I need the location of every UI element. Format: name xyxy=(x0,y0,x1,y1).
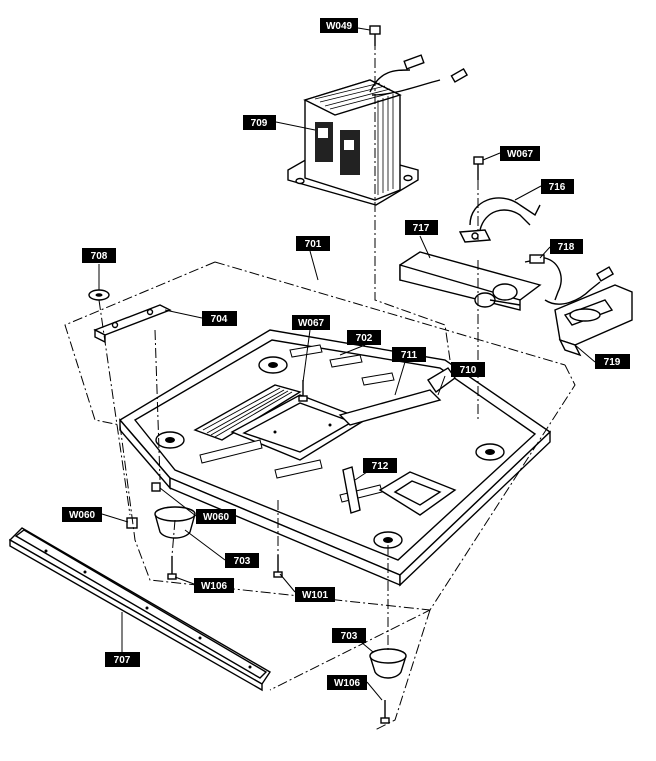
screw-w106-left xyxy=(167,556,177,580)
label-w049: W049 xyxy=(320,18,358,33)
label-718: 718 xyxy=(550,239,583,254)
vent-grill xyxy=(193,384,302,441)
screw-w101 xyxy=(273,555,283,578)
svg-text:709: 709 xyxy=(251,118,268,129)
base-plate-701 xyxy=(118,329,552,587)
label-w106-left: W106 xyxy=(194,578,234,593)
svg-text:W106: W106 xyxy=(334,678,361,689)
label-702: 702 xyxy=(347,330,381,345)
svg-text:W060: W060 xyxy=(203,512,230,523)
label-707: 707 xyxy=(105,652,140,667)
label-712: 712 xyxy=(363,458,397,473)
screw-w060-right xyxy=(151,482,161,492)
clamp-716 xyxy=(458,197,541,243)
svg-text:707: 707 xyxy=(114,655,131,666)
diode-718 xyxy=(524,254,615,305)
label-701: 701 xyxy=(296,236,330,251)
label-w101: W101 xyxy=(295,587,335,602)
svg-text:717: 717 xyxy=(413,223,430,234)
label-703-left: 703 xyxy=(225,553,259,568)
label-716: 716 xyxy=(541,179,574,194)
svg-text:704: 704 xyxy=(211,314,228,325)
label-708: 708 xyxy=(82,248,116,263)
assembly-lines xyxy=(64,40,576,731)
capacitor-717 xyxy=(399,251,542,311)
svg-text:718: 718 xyxy=(558,242,575,253)
label-w067-mid: W067 xyxy=(292,315,330,330)
screw-w067-mid xyxy=(298,380,308,402)
mount-holes xyxy=(155,356,505,549)
screw-w106-right xyxy=(380,700,390,724)
label-709: 709 xyxy=(243,115,276,130)
label-719: 719 xyxy=(595,354,630,369)
label-703-right: 703 xyxy=(332,628,366,643)
svg-text:711: 711 xyxy=(401,350,418,361)
svg-text:701: 701 xyxy=(305,239,322,250)
label-w060-left: W060 xyxy=(62,507,102,522)
bracket-704 xyxy=(93,304,172,344)
svg-text:708: 708 xyxy=(91,251,108,262)
label-711: 711 xyxy=(392,347,426,362)
transformer-709 xyxy=(287,54,469,206)
svg-text:W067: W067 xyxy=(298,318,325,329)
svg-text:716: 716 xyxy=(549,182,566,193)
svg-text:W060: W060 xyxy=(69,510,96,521)
rail-707 xyxy=(8,527,271,692)
label-710: 710 xyxy=(451,362,485,377)
svg-text:W101: W101 xyxy=(302,590,329,601)
screw-w067-top xyxy=(473,156,484,180)
label-w106-right: W106 xyxy=(327,675,367,690)
svg-text:702: 702 xyxy=(356,333,373,344)
svg-text:W106: W106 xyxy=(201,581,228,592)
svg-text:719: 719 xyxy=(604,357,621,368)
label-w067-top: W067 xyxy=(500,146,540,161)
svg-text:703: 703 xyxy=(234,556,251,567)
bracket-719 xyxy=(554,284,633,357)
svg-text:703: 703 xyxy=(341,631,358,642)
svg-text:W067: W067 xyxy=(507,149,534,160)
label-717: 717 xyxy=(405,220,438,235)
foot-703-right xyxy=(369,648,407,679)
svg-text:W049: W049 xyxy=(326,21,353,32)
label-704: 704 xyxy=(202,311,237,326)
label-w060-right: W060 xyxy=(196,509,236,524)
svg-text:710: 710 xyxy=(460,365,477,376)
svg-text:712: 712 xyxy=(372,461,389,472)
washer-708 xyxy=(88,289,110,301)
